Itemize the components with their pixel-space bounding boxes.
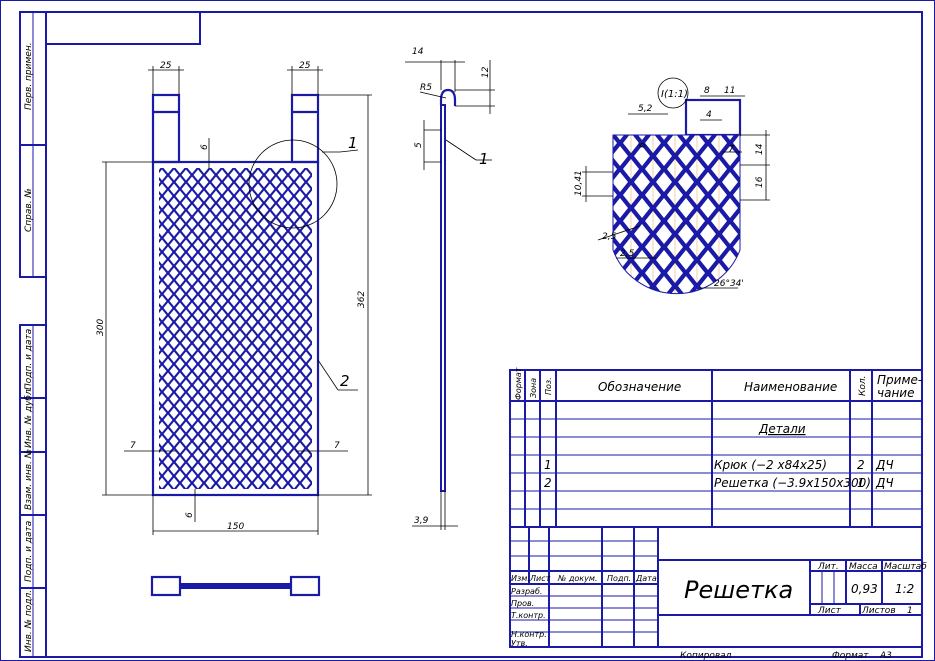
detail-dim-4: 4 [706,110,712,120]
tab-left [151,93,181,164]
top-corner-box [46,12,201,45]
detail-outline [612,134,741,295]
side-view: 14 12 R5 5 1 3,9 [405,47,495,530]
tb-sheets-label: Листов [861,606,896,616]
tb-role-nkontr: Н.контр. [511,630,547,639]
tb-mass-value: 0,93 [851,582,878,596]
tb-lit-label: Лит. [817,562,839,572]
side-leader: 1 [479,150,489,168]
spec-head-zone: Зона [529,378,538,398]
spec-head-format: Формат [514,367,523,400]
tb-role-utv: Утв. [511,639,528,648]
tb-col-sign: Подп. [607,574,631,583]
side-bar [440,104,446,492]
spec-row2-pos: 2 [544,476,552,490]
tb-format-label: Формат [832,651,869,661]
side-dim-hook-depth: 5 [414,142,424,148]
detail-dim-11: 11 [724,86,735,96]
tb-col-date: Дата [635,574,657,583]
spec-row2-name: Решетка (−3.9х150х300) [714,476,871,490]
detail-dim-8: 8 [704,86,710,96]
dim-grid-bottom: 6 [185,512,195,518]
diamond-mesh [159,168,312,489]
leader-grid: 2 [340,372,350,390]
dim-side-left: 7 [130,441,136,451]
tb-mass-label: Масса [849,562,878,572]
side-dim-top: 14 [412,47,424,57]
detail-callout-circle [248,139,338,229]
spec-section: Детали [758,422,806,436]
title-block: Изм. Лист № докум. Подп. Дата Разраб. Пр… [509,526,927,661]
spec-head-pos: Поз. [544,377,553,395]
detail-dim-6: 6 [638,142,648,148]
dim-height-total: 362 [357,291,367,308]
spec-table: Формат Зона Поз. Обозначение Наименовани… [509,367,923,528]
leader-hook: 1 [348,134,358,152]
tb-sheets-value: 1 [907,606,913,616]
side-dim-thickness: 3,9 [414,516,429,526]
tb-title: Решетка [684,576,793,604]
dim-tab-right: 25 [299,61,311,71]
side-stamp: Перв. примен. Справ. № Подп. и дата Инв.… [19,11,47,658]
spec-head-qty: Кол. [858,375,868,396]
spec-row2-note: ДЧ [875,476,894,490]
dim-side-right: 7 [334,441,340,451]
detail-dim-angle: 26°34' [714,279,744,289]
tb-copied: Копировал [680,651,732,661]
side-dim-hook-height: 12 [481,66,491,78]
dim-width: 150 [227,522,244,532]
detail-dim-10-41: 10,41 [574,170,584,196]
detail-label-circle [657,77,689,109]
spec-head-note-1: Приме- [877,373,922,387]
spec-row2-qty: 1 [857,476,865,490]
tb-role-tkontr: Т.контр. [511,611,546,620]
tb-scale-label: Масштаб [884,562,927,572]
tab-right [290,93,320,164]
detail-dim-2-5b: 2,5 [620,249,635,259]
dim-grid-top: 6 [200,144,210,150]
stamp-sprav-no: Справ. № [24,188,34,232]
grid-plate [151,160,320,497]
spec-row1-name: Крюк (−2 х84х25) [714,458,827,472]
detail-view: I(1:1) 8 11 5,2 4 6 7 14 16 10,41 2,5 2,… [574,77,770,295]
tb-scale-value: 1:2 [895,582,914,596]
tb-role-prov: Пров. [511,599,534,608]
spec-head-name: Наименование [744,380,837,394]
stamp-inv-podl: Инв. № подл. [24,590,34,652]
dim-tab-left: 25 [160,61,172,71]
stamp-vzam-inv: Взам. инв. № [24,449,34,510]
detail-tab [684,98,742,137]
stamp-inv-dubl: Инв. № дубл. [24,386,34,448]
side-dim-radius: R5 [420,83,432,93]
tb-col-list: Лист [529,574,551,583]
spec-head-designation: Обозначение [598,380,681,394]
spec-row1-qty: 2 [857,458,865,472]
spec-row1-pos: 1 [544,458,552,472]
tb-format-value: А3 [879,651,892,661]
plan-view [150,575,321,597]
detail-dim-14: 14 [755,143,765,155]
side-hook [439,88,457,106]
stamp-perv-primen: Перв. примен. [24,42,34,110]
detail-label: I(1:1) [661,89,688,100]
stamp-podp-data-1: Подп. и дата [24,329,34,390]
detail-dim-7: 7 [728,144,735,155]
detail-dim-5-2: 5,2 [638,104,653,114]
dim-height-inner: 300 [96,319,106,336]
tb-col-izm: Изм. [511,574,530,583]
tb-sheet-label: Лист [817,606,842,616]
spec-row1-note: ДЧ [875,458,894,472]
detail-dim-16: 16 [755,176,765,188]
stamp-podp-data-2: Подп. и дата [24,521,34,582]
spec-head-note-2: чание [877,386,914,400]
detail-mesh [613,135,740,294]
tb-role-razrab: Разраб. [511,587,542,596]
tb-col-doc: № докум. [557,574,597,583]
front-view: 25 25 6 300 362 7 7 6 150 1 2 [96,61,372,597]
detail-dim-2-5a: 2,5 [602,232,617,242]
